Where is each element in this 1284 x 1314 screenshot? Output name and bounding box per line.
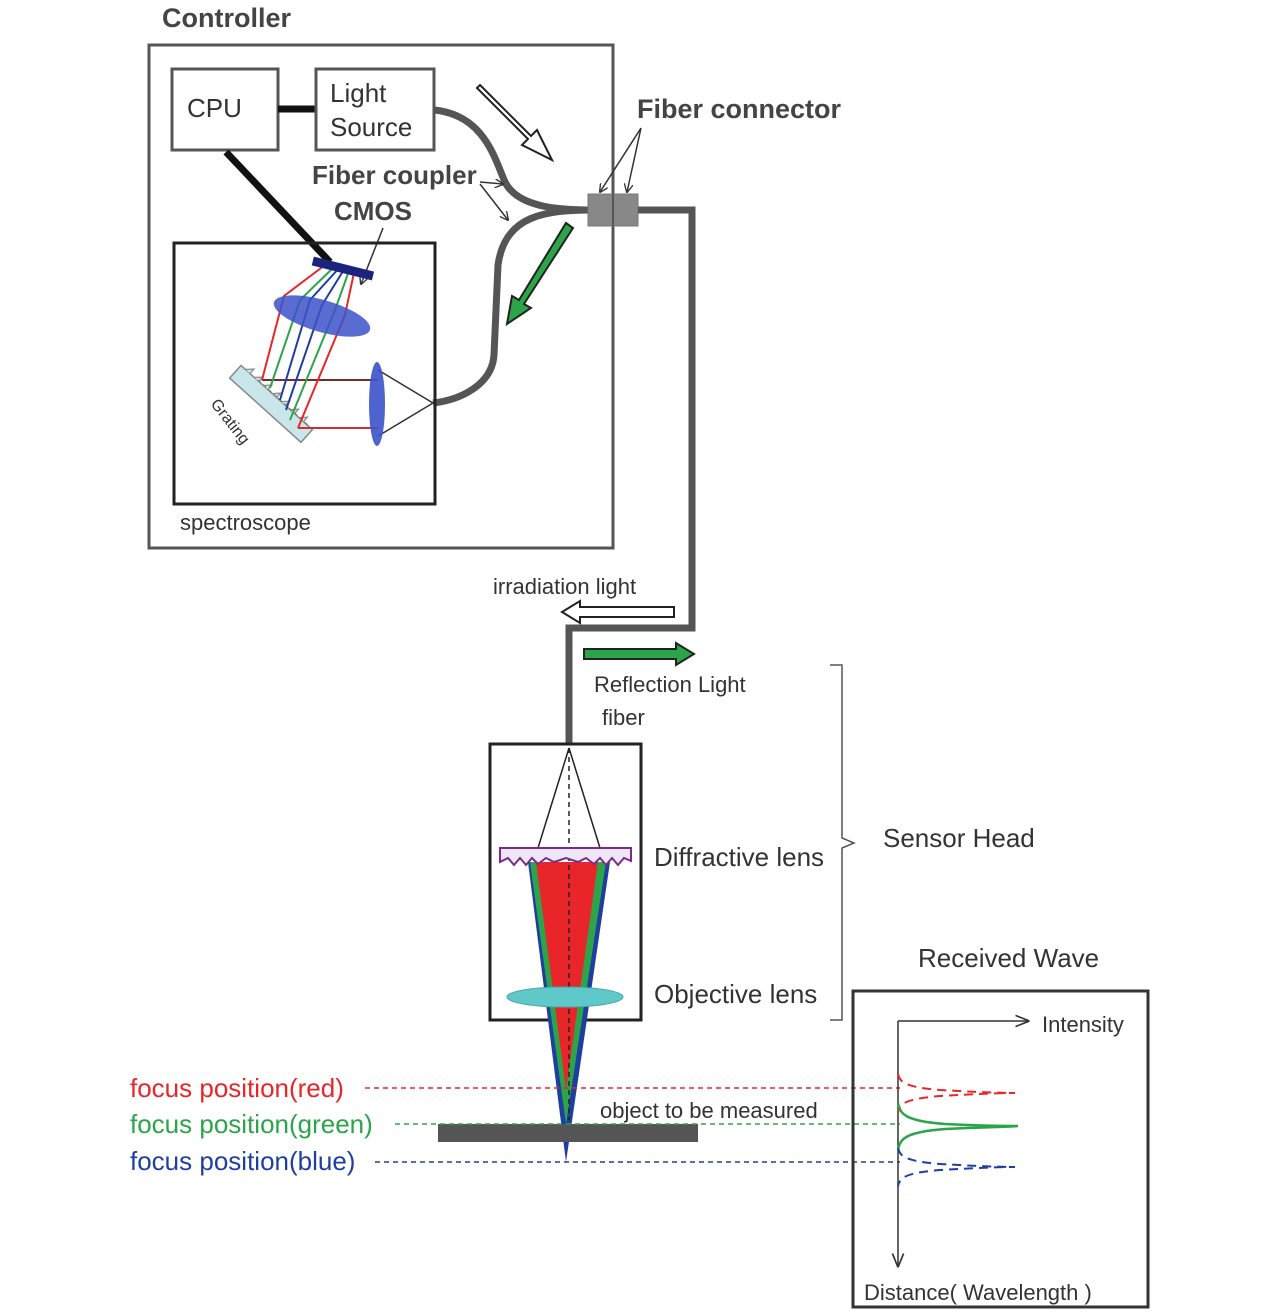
spectroscope-lens-2: [369, 362, 385, 446]
coupler-fiber-lower: [432, 206, 595, 407]
irradiation-light-arrow-icon: [560, 599, 675, 625]
light-source-label-2: Source: [330, 112, 412, 142]
spectroscope-lens-1: [273, 295, 371, 337]
fiber-coupler-pointer-1: [479, 182, 503, 184]
diffractive-lens: [499, 847, 632, 867]
green-peak: [896, 1102, 1019, 1151]
light-source-box: [314, 67, 436, 152]
light-source-label-1: Light: [330, 78, 387, 108]
reflection-light-arrow-icon: [583, 641, 696, 667]
red-beam: [536, 862, 598, 1090]
focus-green-label: focus position(green): [130, 1109, 373, 1139]
focus-red-label: focus position(red): [130, 1073, 344, 1103]
red-peak: [897, 1073, 1016, 1113]
sensor-head-brace: [830, 664, 856, 1021]
spectroscope-label: spectroscope: [180, 510, 311, 535]
measured-object: [438, 1124, 698, 1142]
cpu-label: CPU: [187, 93, 242, 123]
cmos-sensor: [311, 256, 375, 281]
fiber-cone-left: [537, 747, 570, 849]
received-wave-box: [851, 989, 1150, 1309]
fiber-cone-right: [568, 747, 601, 849]
fiber-connector-pointer-2: [627, 127, 642, 192]
distance-label: Distance( Wavelength ): [864, 1280, 1092, 1305]
blue-peak: [897, 1147, 1016, 1187]
controller-label: Controller: [162, 3, 291, 33]
reflection-arrow-icon: [505, 221, 575, 327]
main-fiber: [565, 206, 696, 744]
reflection-light-label: Reflection Light: [594, 672, 746, 697]
irradiation-arrow-icon: [475, 83, 555, 163]
grating-label: Grating: [207, 396, 253, 448]
controller-box: [147, 43, 615, 550]
cmos-label: CMOS: [334, 196, 412, 226]
irradiation-light-label: irradiation light: [493, 574, 636, 599]
received-wave-label: Received Wave: [918, 943, 1099, 973]
grating-normal: [257, 379, 309, 426]
diffractive-lens-label: Diffractive lens: [654, 842, 824, 872]
cpu-box: [170, 67, 280, 152]
fiber-connector-pointer-1: [600, 127, 642, 192]
spectroscope-box: [172, 241, 437, 506]
focus-blue-label: focus position(blue): [130, 1146, 355, 1176]
fiber-coupler-pointer-2: [479, 183, 508, 220]
fiber-label: fiber: [602, 705, 645, 730]
fiber-coupler-label: Fiber coupler: [312, 160, 477, 190]
objective-lens-label: Objective lens: [654, 979, 817, 1009]
sensor-head-label: Sensor Head: [883, 823, 1035, 853]
fiber-connector-label: Fiber connector: [637, 94, 842, 124]
objective-lens: [506, 986, 624, 1008]
intensity-label: Intensity: [1042, 1012, 1124, 1037]
object-label: object to be measured: [600, 1098, 818, 1123]
